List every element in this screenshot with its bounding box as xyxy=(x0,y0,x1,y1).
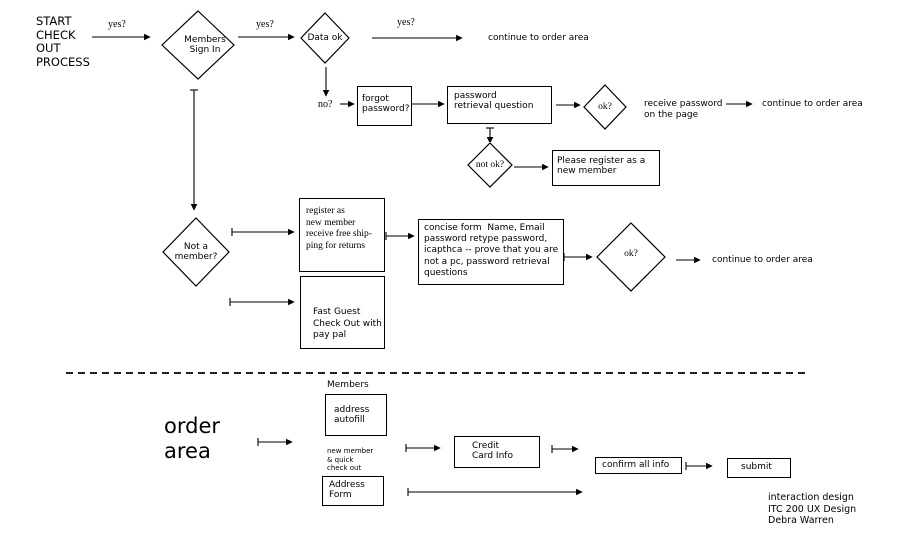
order-area-title: order area xyxy=(164,414,220,463)
yes-label-2: yes? xyxy=(256,19,274,30)
no-label: no? xyxy=(318,99,333,110)
forgot-password-box: forgot password? xyxy=(357,86,412,126)
concise-form-text: concise form Name, Email password retype… xyxy=(424,223,559,278)
not-a-member-label: Not a member? xyxy=(174,241,218,262)
continue-to-order-area-3: continue to order area xyxy=(712,255,813,265)
forgot-password-text: forgot password? xyxy=(362,94,410,115)
receive-password-text: receive password on the page xyxy=(644,99,723,120)
continue-to-order-area-2: continue to order area xyxy=(762,99,863,109)
confirm-all-text: confirm all info xyxy=(602,460,670,470)
not-ok-diamond: not ok? xyxy=(467,142,513,188)
fast-guest-text: Fast Guest Check Out with pay pal xyxy=(313,307,382,340)
submit-box: submit xyxy=(727,458,791,478)
continue-to-order-area-1: continue to order area xyxy=(488,33,589,43)
ok-password-diamond: ok? xyxy=(583,84,627,130)
address-autofill-text: address autofill xyxy=(334,405,370,426)
credits-text: interaction design ITC 200 UX Design Deb… xyxy=(768,492,857,526)
not-a-member-diamond: Not a member? xyxy=(162,217,230,287)
fast-guest-box: Fast Guest Check Out with pay pal xyxy=(300,276,385,349)
ok-register-label: ok? xyxy=(624,248,638,259)
concise-form-box: concise form Name, Email password retype… xyxy=(418,219,564,285)
new-member-quick-label: new member & quick check out xyxy=(327,447,374,472)
not-ok-label: not ok? xyxy=(475,159,505,170)
submit-text: submit xyxy=(741,462,772,472)
data-ok-label: Data ok xyxy=(307,32,343,43)
confirm-all-box: confirm all info xyxy=(595,457,682,474)
yes-label-3: yes? xyxy=(397,17,415,28)
address-form-box: Address Form xyxy=(322,476,384,506)
address-autofill-box: address autofill xyxy=(325,394,387,436)
please-register-box: Please register as a new member xyxy=(552,150,660,186)
ok-register-diamond: ok? xyxy=(596,222,666,292)
address-form-text: Address Form xyxy=(329,480,365,501)
please-register-text: Please register as a new member xyxy=(557,156,646,177)
data-ok-diamond: Data ok xyxy=(300,12,350,64)
yes-label-1: yes? xyxy=(108,19,126,30)
password-retrieval-box: password retrieval question xyxy=(447,86,552,124)
members-sign-in-diamond: Members Sign In xyxy=(161,10,235,80)
start-label: START CHECK OUT PROCESS xyxy=(36,14,90,69)
password-retrieval-text: password retrieval question xyxy=(454,91,534,112)
ok-password-label: ok? xyxy=(598,101,612,112)
credit-card-text: Credit Card Info xyxy=(472,441,513,462)
members-label: Members xyxy=(327,380,369,390)
credit-card-box: Credit Card Info xyxy=(454,436,540,468)
members-sign-in-label: Members Sign In xyxy=(184,34,226,55)
register-member-box: register as new member receive free ship… xyxy=(299,198,385,272)
register-member-text: register as new member receive free ship… xyxy=(306,206,372,251)
